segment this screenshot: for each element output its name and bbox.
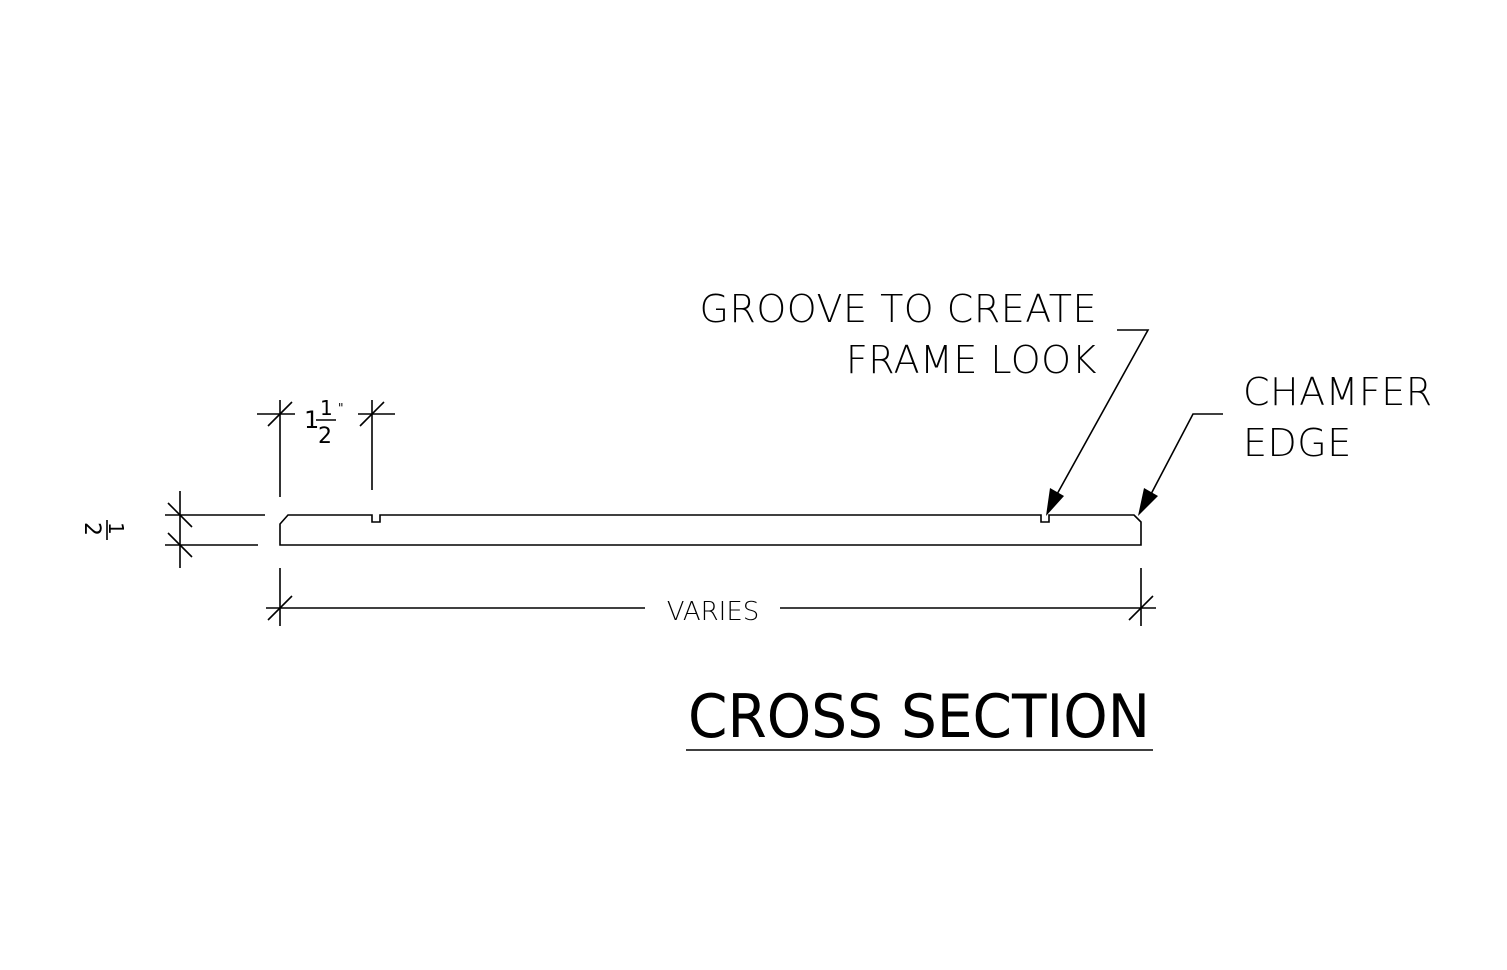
chamfer-callout: CHAMFER EDGE [1138, 370, 1433, 516]
groove-callout: GROOVE TO CREATE FRAME LOOK [700, 287, 1150, 516]
width-dimension-label: VARIES [667, 597, 760, 627]
thickness-numerator: 1 [104, 522, 128, 535]
groove-callout-line1: GROOVE TO CREATE [700, 287, 1098, 331]
thickness-dimension: 1 2 [79, 491, 265, 568]
groove-offset-denominator: 2 [318, 424, 332, 449]
chamfer-callout-line1: CHAMFER [1243, 370, 1433, 414]
chamfer-callout-line2: EDGE [1243, 421, 1352, 465]
drawing-title: CROSS SECTION [688, 682, 1150, 752]
groove-offset-whole: 1 [304, 406, 319, 434]
inch-mark: " [338, 401, 344, 415]
width-dimension: VARIES [266, 568, 1156, 627]
arrowhead [1046, 488, 1064, 516]
thickness-denominator: 2 [79, 522, 104, 536]
arrowhead [1138, 488, 1158, 516]
groove-offset-dimension: 1 1 2 " [257, 396, 395, 497]
groove-offset-numerator: 1 [320, 396, 333, 420]
groove-callout-line2: FRAME LOOK [846, 338, 1097, 382]
board-profile [279, 514, 1142, 546]
